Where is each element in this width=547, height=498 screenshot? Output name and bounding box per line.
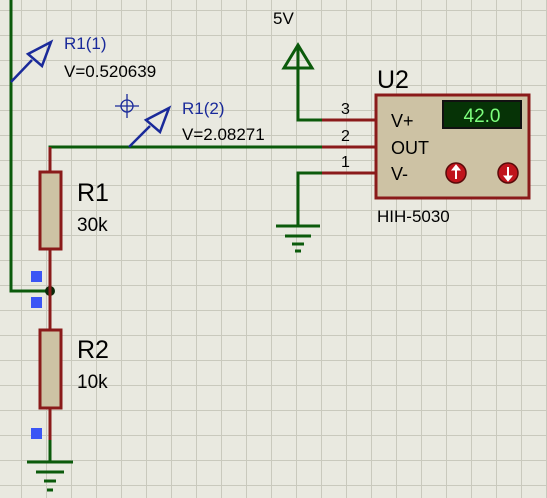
crosshair-cursor-icon bbox=[115, 94, 139, 118]
wire-5v[interactable] bbox=[296, 66, 324, 122]
u2-pin-label-vplus: V+ bbox=[391, 111, 414, 131]
humidity-up-button[interactable] bbox=[445, 162, 467, 184]
voltage-probe-r1-1[interactable] bbox=[10, 39, 54, 83]
ground-symbol-u2[interactable] bbox=[276, 224, 320, 253]
resistor-r2[interactable] bbox=[38, 291, 63, 440]
power-terminal-5v[interactable] bbox=[281, 42, 315, 70]
ground-symbol-left[interactable] bbox=[27, 460, 73, 492]
probe1-voltage-label: V=0.520639 bbox=[64, 62, 156, 81]
voltage-probe-r1-2[interactable] bbox=[128, 105, 172, 148]
resistor-r1[interactable] bbox=[38, 147, 63, 291]
probe1-name-label: R1(1) bbox=[64, 34, 107, 53]
arrow-up-icon bbox=[450, 164, 462, 179]
humidity-down-button[interactable] bbox=[497, 162, 519, 184]
r1-value-label: 30k bbox=[77, 215, 108, 236]
r2-value-label: 10k bbox=[77, 372, 108, 393]
u2-ref-label: U2 bbox=[377, 66, 409, 94]
probe2-voltage-label: V=2.08271 bbox=[182, 125, 265, 144]
humidity-display bbox=[442, 100, 522, 129]
u2-part-label: HIH-5030 bbox=[377, 207, 450, 226]
r1-ref-label: R1 bbox=[77, 179, 109, 207]
u2-pin3-number: 3 bbox=[341, 101, 350, 118]
probe2-name-label: R1(2) bbox=[182, 99, 225, 118]
u2-pin1-number: 1 bbox=[341, 154, 350, 171]
u2-pins bbox=[322, 118, 376, 175]
wire-left-bus[interactable] bbox=[9, 0, 52, 293]
wire-out-node[interactable] bbox=[48, 145, 324, 172]
power-label-5v: 5V bbox=[273, 9, 294, 28]
humidity-display-value: 42.0 bbox=[464, 106, 501, 127]
u2-pin2-number: 2 bbox=[341, 128, 350, 145]
u2-pin-label-out: OUT bbox=[391, 138, 429, 158]
u2-pin-label-vminus: V- bbox=[391, 164, 408, 184]
r2-ref-label: R2 bbox=[77, 336, 109, 364]
wire-gnd-u2[interactable] bbox=[296, 171, 324, 228]
pin-markers bbox=[31, 271, 42, 439]
arrow-down-icon bbox=[502, 167, 514, 182]
